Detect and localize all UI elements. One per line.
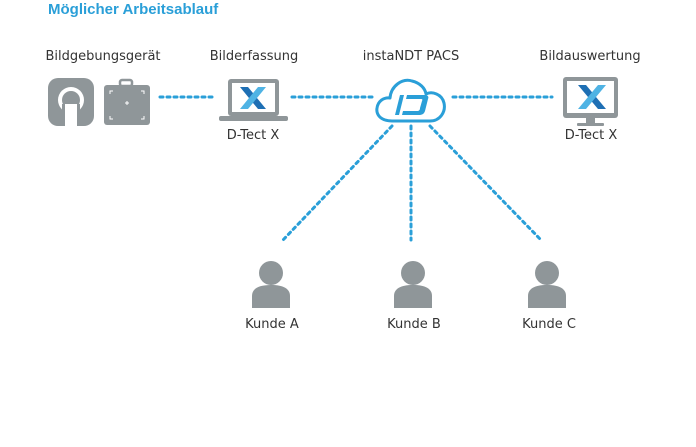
imaging-device-label: Bildgebungsgerät [45,49,161,64]
xray-case-icon [104,78,150,125]
customer-b-label: Kunde B [387,317,441,332]
evaluation-software-label: D-Tect X [564,128,618,143]
monitor-icon [563,77,618,126]
customer-c-label: Kunde C [522,317,576,332]
laptop-icon [219,79,288,121]
page-title: Möglicher Arbeitsablauf [48,1,219,18]
person-icon [394,261,432,308]
cloud-icon [375,78,446,123]
pacs-label: instaNDT PACS [362,49,460,64]
customer-a-label: Kunde A [245,317,299,332]
image-capture-label: Bilderfassung [209,49,299,64]
dtect-x-logo [240,87,266,109]
ring-scanner-icon [48,78,94,126]
dtect-x-logo [578,85,606,109]
person-icon [252,261,290,308]
capture-software-label: D-Tect X [226,128,280,143]
image-evaluation-label: Bildauswertung [539,49,641,64]
connector-pacs-customer-c [428,124,543,242]
person-icon [528,261,566,308]
connector-pacs-customer-a [281,124,394,242]
instandt-logo [395,95,429,115]
